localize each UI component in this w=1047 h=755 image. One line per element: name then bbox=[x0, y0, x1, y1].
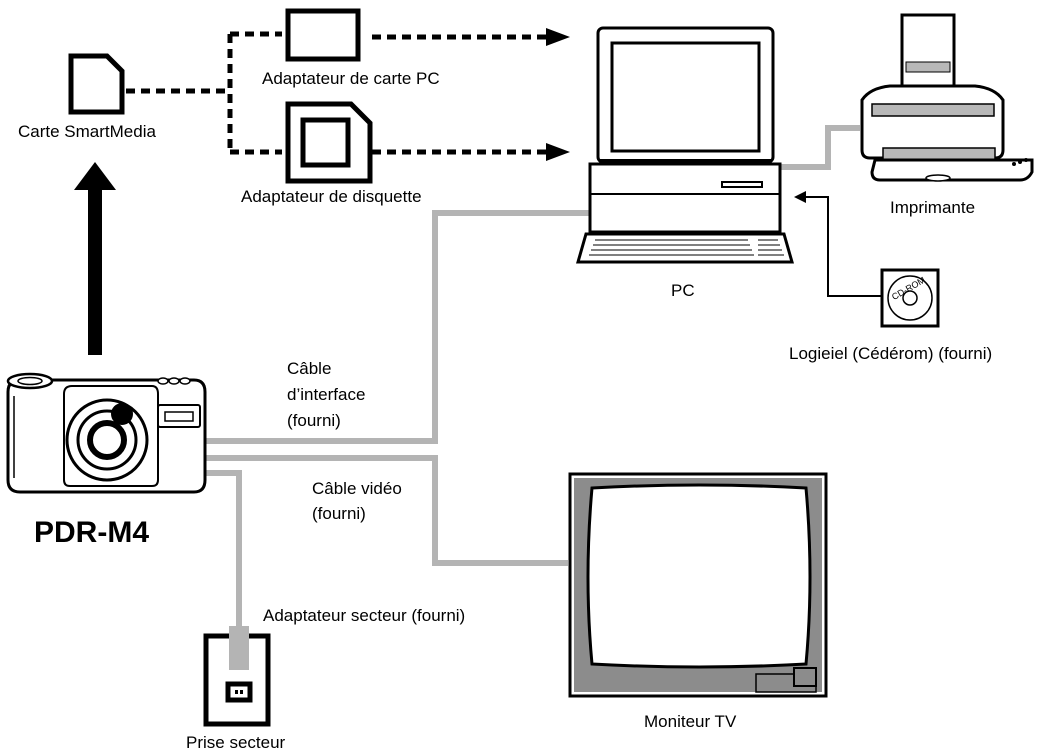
floppy-adapter-label: Adaptateur de disquette bbox=[241, 187, 422, 206]
arrowhead-to-pc-top bbox=[546, 28, 570, 46]
video-cable bbox=[205, 455, 568, 566]
tv-monitor-icon bbox=[568, 472, 828, 698]
smartmedia-label: Carte SmartMedia bbox=[18, 122, 156, 141]
interface-cable bbox=[205, 210, 590, 444]
printer-cable bbox=[780, 125, 860, 170]
ac-adapter-cable bbox=[205, 470, 242, 630]
interface-cable-label-line2: d’interface bbox=[287, 385, 365, 404]
cables bbox=[205, 125, 860, 630]
floppy-adapter-icon bbox=[285, 101, 373, 184]
pc-icon bbox=[576, 26, 794, 264]
pc-card-adapter-label: Adaptateur de carte PC bbox=[262, 69, 440, 88]
printer-icon bbox=[860, 13, 1034, 182]
video-cable-label-line1: Câble vidéo bbox=[312, 479, 402, 498]
camera-model-label: PDR-M4 bbox=[34, 516, 149, 549]
pc-card-adapter-icon bbox=[285, 8, 361, 62]
printer-label: Imprimante bbox=[890, 198, 975, 217]
tv-monitor-label: Moniteur TV bbox=[644, 712, 737, 731]
camera-icon bbox=[6, 372, 207, 494]
cdrom-icon: CD-ROM bbox=[880, 268, 940, 328]
smartmedia-card-icon bbox=[68, 53, 125, 115]
interface-cable-label-line3: (fourni) bbox=[287, 411, 341, 430]
video-cable-label-line2: (fourni) bbox=[312, 504, 366, 523]
power-outlet-label: Prise secteur bbox=[186, 733, 286, 752]
pc-label: PC bbox=[671, 281, 695, 300]
cdrom-arrow bbox=[794, 191, 882, 297]
arrowhead-to-pc-bottom bbox=[546, 143, 570, 161]
ac-adapter-icon bbox=[203, 626, 271, 727]
ac-adapter-label: Adaptateur secteur (fourni) bbox=[263, 606, 465, 625]
dashed-routes bbox=[126, 31, 548, 155]
interface-cable-label-line1: Câble bbox=[287, 359, 331, 378]
software-label: Logieiel (Cédérom) (fourni) bbox=[789, 344, 992, 363]
camera-to-card-arrow bbox=[74, 162, 116, 355]
